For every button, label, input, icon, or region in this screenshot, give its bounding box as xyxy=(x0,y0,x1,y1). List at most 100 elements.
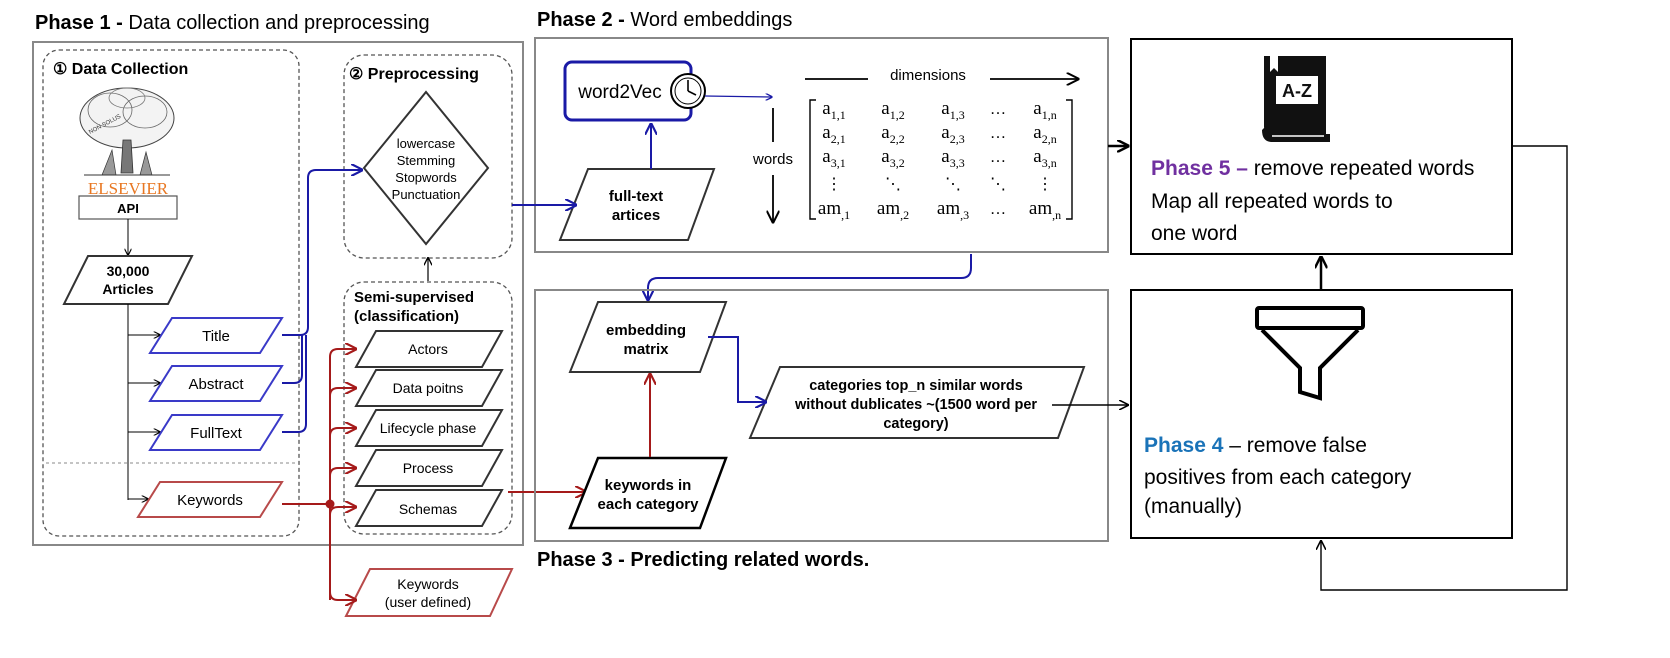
category-lifecycle-label: Lifecycle phase xyxy=(380,420,477,436)
embedding-matrix-label: embedding xyxy=(606,322,686,339)
matrix-cell: a3,3 xyxy=(941,146,964,170)
matrix-cell: a2,3 xyxy=(941,122,964,146)
preprocessing-title: ② Preprocessing xyxy=(349,66,479,83)
category-actors-label: Actors xyxy=(408,341,448,357)
phase3-title: Phase 3 - Predicting related words. xyxy=(537,549,869,571)
preprocessing-frame xyxy=(343,54,513,259)
semi-supervised-subtitle: (classification) xyxy=(354,308,459,325)
top-n-line-3: category) xyxy=(883,416,948,432)
semi-supervised-frame xyxy=(343,281,513,535)
category-process-label: Process xyxy=(403,460,454,476)
phase4-frame xyxy=(1130,289,1513,539)
matrix-cell: a1,n xyxy=(1033,98,1056,122)
category-lifecycle xyxy=(354,409,504,447)
clock-icon xyxy=(670,73,706,109)
matrix-cell: … xyxy=(990,201,1006,218)
red-junction-dot xyxy=(325,499,335,509)
matrix-cell: ⋮ xyxy=(1037,176,1053,193)
phase4-line-1: Phase 4 – remove false xyxy=(1144,434,1367,457)
phase5-line-1: Phase 5 – remove repeated words xyxy=(1151,157,1474,180)
matrix-cell: a2,n xyxy=(1033,122,1056,146)
abstract-source-label: Abstract xyxy=(188,376,244,393)
top-n-shape xyxy=(748,366,1086,439)
elsevier-tree-icon: NON SOLUS xyxy=(79,87,175,176)
matrix-right-bracket xyxy=(1066,99,1073,220)
fulltext-source xyxy=(148,414,284,451)
matrix-cell: … xyxy=(990,125,1006,142)
matrix-cell: a2,1 xyxy=(822,122,845,146)
keywords-user-sublabel: (user defined) xyxy=(385,594,471,610)
title-source-label: Title xyxy=(202,328,230,345)
preprocess-step-4: Punctuation xyxy=(392,187,461,202)
fulltext-articles-label-2: artices xyxy=(612,207,660,224)
dimensions-label: dimensions xyxy=(890,67,966,84)
words-label: words xyxy=(752,151,793,168)
matrix-cell: a2,2 xyxy=(881,122,904,146)
category-schemas-label: Schemas xyxy=(399,501,457,517)
svg-text:A-Z: A-Z xyxy=(1282,81,1312,101)
matrix-cell: a1,1 xyxy=(822,98,845,122)
api-label: API xyxy=(117,201,139,216)
keywords-category-label: keywords in xyxy=(605,477,692,494)
keywords-source xyxy=(136,481,284,518)
matrix-cell: a3,1 xyxy=(822,146,845,170)
matrix-cell: am,2 xyxy=(877,198,909,222)
funnel-icon xyxy=(1255,306,1365,401)
feedback-loop-arrow xyxy=(1321,145,1568,591)
data-collection-frame xyxy=(42,49,300,537)
matrix-cell: am,n xyxy=(1029,198,1061,222)
fulltext-source-label: FullText xyxy=(190,425,243,442)
fulltext-articles-shape xyxy=(558,168,716,241)
phase3-frame xyxy=(534,289,1109,542)
articles-shape xyxy=(62,255,194,305)
matrix-cell: ⋱ xyxy=(945,176,961,193)
red-connectors-categories xyxy=(282,349,586,600)
dictionary-book-icon: A-Z xyxy=(1262,56,1330,142)
matrix-cell: am,1 xyxy=(818,198,850,222)
phase4-line-2: positives from each category xyxy=(1144,466,1412,489)
blue-connectors-sources xyxy=(282,170,362,433)
top-n-line-1: categories top_n similar words xyxy=(809,378,1023,394)
abstract-source xyxy=(148,365,284,402)
phase5-line-2: Map all repeated words to xyxy=(1151,190,1393,213)
preprocess-step-3: Stopwords xyxy=(395,170,457,185)
keywords-category-label-2: each category xyxy=(598,496,700,513)
arrow-phase2-phase3 xyxy=(648,254,972,300)
phase1-frame xyxy=(32,41,524,546)
semi-supervised-title: Semi-supervised xyxy=(354,289,474,306)
word2vec-label: word2Vec xyxy=(577,82,661,103)
embedding-matrix-label-2: matrix xyxy=(623,341,669,358)
matrix-cell: a1,3 xyxy=(941,98,964,122)
phase2-title: Phase 2 - Word embeddings xyxy=(537,9,792,31)
arrow-embedding-topn xyxy=(708,336,766,402)
preprocess-step-1: lowercase xyxy=(397,136,456,151)
preprocess-step-2: Stemming xyxy=(397,153,456,168)
category-data-points-label: Data poitns xyxy=(393,380,464,396)
articles-label: Articles xyxy=(102,281,154,297)
elsevier-logo: ELSEVIER xyxy=(88,179,169,198)
embedding-matrix-cells: a1,1 a1,2 a1,3 … a1,n a2,1 a2,2 a2,3 … a2,n a3,1 a3… xyxy=(818,98,1061,222)
keywords-source-label: Keywords xyxy=(177,492,243,509)
phase5-line-3: one word xyxy=(1151,222,1237,245)
phase4-line-3: (manually) xyxy=(1144,495,1242,518)
data-collection-title: ① Data Collection xyxy=(53,61,188,78)
preprocessing-diamond xyxy=(362,90,490,246)
category-process xyxy=(354,449,504,487)
matrix-cell: ⋱ xyxy=(885,176,901,193)
matrix-cell: a3,n xyxy=(1033,146,1056,170)
matrix-cell: a1,2 xyxy=(881,98,904,122)
articles-count: 30,000 xyxy=(107,263,150,279)
matrix-cell: … xyxy=(990,149,1006,166)
keywords-category-shape xyxy=(568,456,728,530)
phase1-title: Phase 1 - Data collection and preprocess… xyxy=(35,12,430,34)
matrix-cell: … xyxy=(990,101,1006,118)
category-data-points xyxy=(354,369,504,407)
matrix-cell: ⋱ xyxy=(990,176,1006,193)
matrix-left-bracket xyxy=(809,99,816,220)
fulltext-articles-label: full-text xyxy=(609,188,663,205)
matrix-cell: ⋮ xyxy=(826,176,842,193)
matrix-cell: a3,2 xyxy=(881,146,904,170)
category-actors xyxy=(354,330,504,368)
keywords-user-label: Keywords xyxy=(397,576,458,592)
